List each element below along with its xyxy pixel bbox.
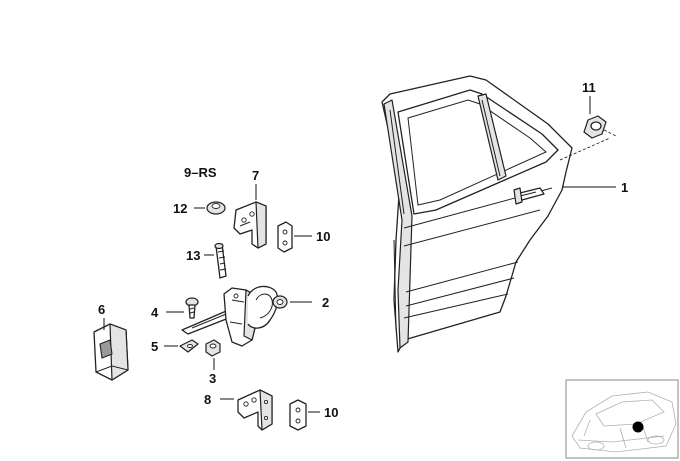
upper-hinge-part-7: [233, 184, 267, 249]
callout-10-upper: 10: [316, 229, 330, 244]
door-buffer-part-6: [93, 318, 129, 381]
retaining-clip-part-5: [164, 339, 199, 353]
callout-12: 12: [173, 201, 187, 216]
vehicle-locator-thumbnail: [565, 379, 679, 459]
washer-part-12: [194, 201, 226, 215]
lower-hinge-part-8: [220, 389, 273, 431]
nut-part-3: [205, 339, 221, 370]
callout-10-lower: 10: [324, 405, 338, 420]
trim-clip-part-11: [559, 96, 617, 161]
callout-8: 8: [204, 392, 211, 407]
callout-11: 11: [582, 80, 596, 95]
callout-1: 1: [621, 180, 628, 195]
callout-2: 2: [322, 295, 329, 310]
callout-4: 4: [151, 305, 159, 320]
location-marker-icon: [632, 421, 644, 433]
callout-13: 13: [186, 248, 200, 263]
door-check-strap-part-2: [181, 285, 312, 347]
callout-9-rs: 9–RS: [184, 165, 217, 180]
backing-plate-part-10-lower: [289, 399, 320, 431]
callout-6: 6: [98, 302, 105, 317]
callout-7: 7: [252, 168, 259, 183]
callout-5: 5: [151, 339, 158, 354]
callout-3: 3: [209, 371, 216, 386]
rear-door-shell: [381, 75, 573, 353]
screw-part-4: [166, 297, 199, 319]
bolt-part-13: [204, 242, 227, 279]
backing-plate-part-10-upper: [277, 221, 312, 253]
